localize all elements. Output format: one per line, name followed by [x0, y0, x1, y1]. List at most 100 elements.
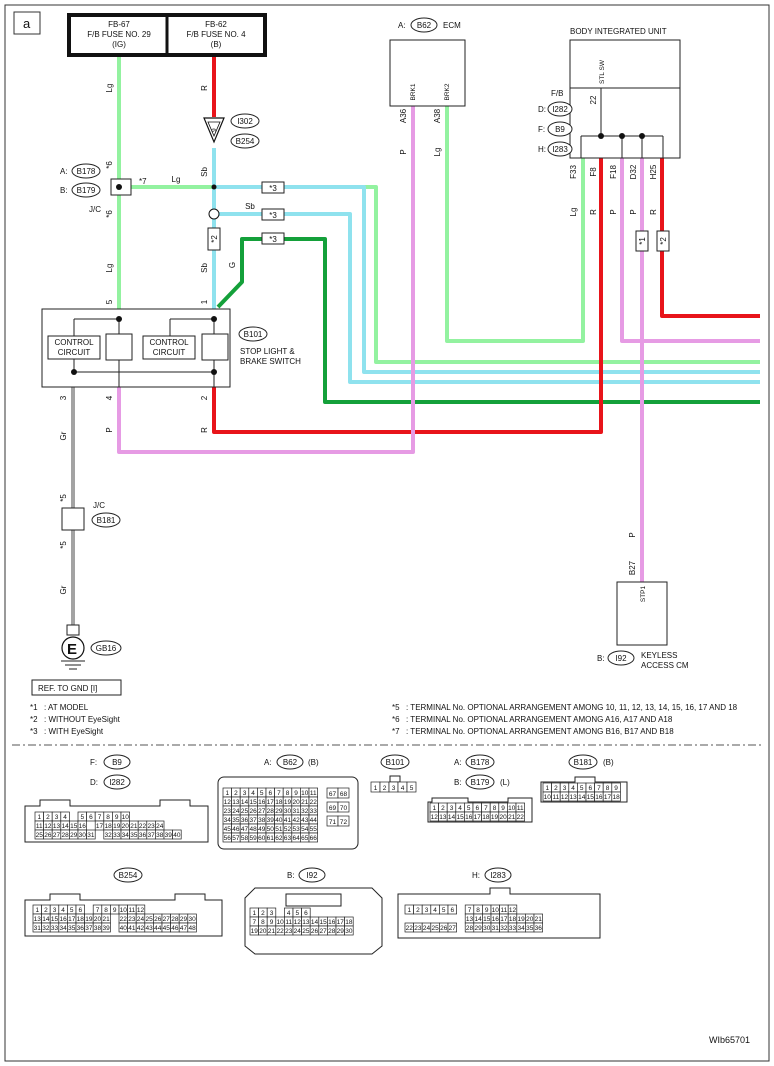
cv-b62-pin: 39 — [267, 817, 275, 824]
splice-conn1-oval — [230, 113, 260, 129]
corner-label-box — [13, 11, 41, 35]
cv-b62-pin: 65 — [301, 835, 309, 842]
cv-b62-pin: 54 — [301, 826, 309, 833]
switch-pin-top-left: 5 — [105, 299, 114, 304]
biu-title: BODY INTEGRATED UNIT — [570, 27, 667, 36]
wire-lg-ecm-to-biu — [445, 106, 585, 343]
cv-i92-pin: 22 — [276, 928, 284, 935]
jc-top-a-oval — [71, 163, 101, 179]
cv-b178-pin: 3 — [450, 805, 454, 812]
ecm-wire-lg: Lg — [433, 148, 442, 157]
cv-b101-oval — [380, 754, 410, 770]
cv-fd-pin: 38 — [156, 832, 164, 839]
cv-b254-pin: 4 — [61, 907, 65, 914]
cv-b254-pin: 9 — [113, 907, 117, 914]
cv-fd-pin: 24 — [156, 823, 164, 830]
switch-pin-bottom-2: 4 — [105, 395, 114, 400]
cv-b178-pin: 5 — [467, 805, 471, 812]
star3-mark-2: *3 — [269, 211, 277, 220]
cv-fd-pin: 13 — [53, 823, 61, 830]
fuse-4-line2: F/B FUSE NO. 4 — [186, 30, 246, 39]
cv-b254-pin: 5 — [70, 907, 74, 914]
cv-b178-prefix: A: — [454, 758, 462, 767]
cv-b62-side-pin: 68 — [340, 791, 348, 798]
cv-fd-pin: 29 — [70, 832, 78, 839]
cv-b254-pin: 16 — [59, 916, 67, 923]
cv-b178-pin: 1 — [432, 805, 436, 812]
cv-i283-pin: 13 — [466, 916, 474, 923]
switch-dot-4 — [211, 369, 217, 375]
cv-i92-pin: 20 — [259, 928, 267, 935]
keyless-prefix: B: — [597, 654, 605, 663]
cv-i92-pin: 29 — [337, 928, 345, 935]
fuse-4-line1: FB-62 — [205, 20, 227, 29]
cv-i92-pin: 1 — [252, 910, 256, 917]
cv-fd-pin: 21 — [130, 823, 138, 830]
cv-b181-oval — [568, 754, 598, 770]
cv-b254-pin: 8 — [104, 907, 108, 914]
cv-i283-housing — [397, 887, 601, 939]
cv-b62-pin: 20 — [292, 799, 300, 806]
cv-i283-label: I283 — [490, 871, 506, 880]
cv-b178-pin: 4 — [458, 805, 462, 812]
jc-top-note-bottom: *6 — [105, 210, 114, 218]
cv-b254-pin: 43 — [145, 925, 153, 932]
cv-b101-pin: 2 — [383, 785, 387, 792]
cv-fd-pin: 11 — [36, 823, 43, 830]
note-left-3-mark: *3 — [30, 727, 38, 736]
cv-i283-pin: 29 — [474, 925, 482, 932]
cv-b181-pin: 18 — [612, 794, 620, 801]
jc-top-b-prefix: B: — [60, 186, 68, 195]
cv-b254-pin: 30 — [188, 916, 196, 923]
wire-p-biu-to-right — [620, 158, 760, 343]
switch-dot-1 — [116, 316, 122, 322]
cv-i283-pin: 28 — [466, 925, 474, 932]
control-circuit-1-line2: CIRCUIT — [58, 348, 91, 357]
jc-bottom-note-1: *5 — [59, 494, 68, 502]
cv-b62-pin: 17 — [267, 799, 275, 806]
cv-b254-pin: 46 — [171, 925, 179, 932]
cv-i92-pin: 28 — [328, 928, 336, 935]
cv-fd-pin: 7 — [98, 814, 102, 821]
cv-b254-pin: 28 — [171, 916, 179, 923]
cv-i283-pin: 27 — [449, 925, 457, 932]
cv-b62-pin: 8 — [286, 790, 290, 797]
biu-pin: 22 — [589, 95, 598, 104]
cv-fd-pin: 3 — [55, 814, 59, 821]
cv-i92-pin: 10 — [276, 919, 284, 926]
cv-b62-pin: 23 — [224, 808, 232, 815]
label-sb-lower: Sb — [200, 263, 209, 273]
cv-b178-oval — [465, 754, 495, 770]
cv-b178-pin: 20 — [499, 814, 507, 821]
cv-fd-pin: 39 — [165, 832, 173, 839]
cv-b178-pin: 14 — [448, 814, 456, 821]
biu-term-h25: H25 — [649, 164, 658, 179]
note-right-3-text: : TERMINAL No. OPTIONAL ARRANGEMENT AMON… — [406, 727, 674, 736]
cv-b62-pin: 3 — [243, 790, 247, 797]
note-right-1-text: : TERMINAL No. OPTIONAL ARRANGEMENT AMON… — [406, 703, 738, 712]
label-sb-horizontal: Sb — [245, 202, 255, 211]
cv-b254-pin: 37 — [85, 925, 93, 932]
note-right-1-mark: *5 — [392, 703, 400, 712]
jc-top-a-prefix: A: — [60, 167, 68, 176]
jc-top-note-top: *6 — [105, 161, 114, 169]
label-lg-top: Lg — [105, 84, 114, 93]
cv-b101-label: B101 — [386, 758, 405, 767]
ground-conn-oval — [90, 640, 122, 656]
cv-i283-pin: 1 — [407, 907, 411, 914]
cv-i283-pin: 18 — [509, 916, 517, 923]
cv-fd-pin: 35 — [130, 832, 138, 839]
cv-b178-pin: 22 — [517, 814, 525, 821]
cv-i92-cell — [344, 925, 354, 936]
cv-fd-housing — [24, 799, 209, 843]
control-circuit-2-line1: CONTROL — [149, 338, 189, 347]
cv-b181-pin: 8 — [606, 785, 610, 792]
cv-fd-f: B9 — [112, 758, 122, 767]
jc-bottom-note-2: *5 — [59, 541, 68, 549]
cv-b254-pin: 6 — [78, 907, 82, 914]
biu-wire-lg: Lg — [569, 208, 578, 217]
